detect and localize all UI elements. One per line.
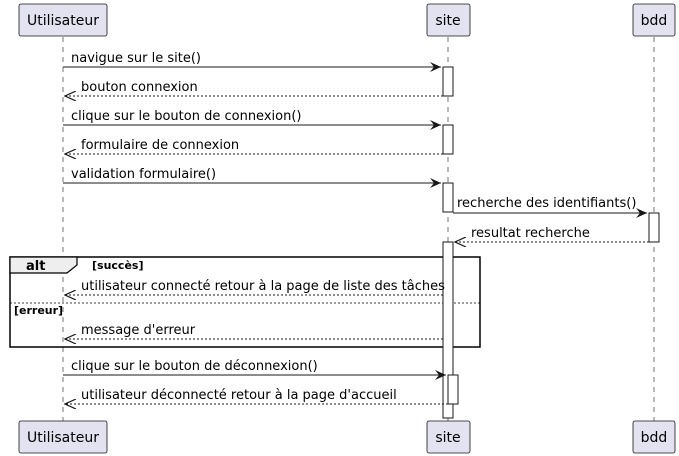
participant-site-bottom[interactable]: site [426, 420, 471, 454]
alt-keyword: alt [26, 259, 45, 274]
participant-label: bdd [641, 13, 668, 29]
message-label: utilisateur déconnecté retour à la page … [81, 388, 397, 403]
participant-user-top[interactable]: Utilisateur [18, 3, 108, 37]
participant-label: site [435, 13, 460, 29]
alt-fragment: alt [succès] [erreur] [9, 256, 481, 348]
activation-site-5 [447, 374, 459, 405]
message-label: bouton connexion [81, 80, 198, 95]
message-label: navigue sur le site() [71, 51, 201, 66]
participant-label: Utilisateur [27, 13, 99, 29]
participants-top: Utilisateur site bdd [18, 3, 676, 37]
activations [442, 66, 660, 419]
participant-site-top[interactable]: site [426, 3, 471, 37]
alt-guard-success: [succès] [92, 259, 143, 272]
alt-guard-error: [erreur] [14, 304, 63, 317]
message-label: recherche des identifiants() [457, 196, 636, 211]
activation-site-1 [442, 66, 454, 97]
message-label: resultat recherche [471, 226, 590, 241]
message-label: utilisateur connecté retour à la page de… [81, 279, 445, 294]
message-label: validation formulaire() [71, 167, 216, 182]
activation-site-3 [442, 182, 454, 213]
participant-label: Utilisateur [27, 430, 99, 446]
participant-label: bdd [641, 430, 668, 446]
message-label: clique sur le bouton de connexion() [71, 109, 301, 124]
alt-fragment-tab [9, 256, 78, 274]
participant-bdd-top[interactable]: bdd [632, 3, 676, 37]
alt-fragment-box [9, 256, 481, 348]
activation-site-4 [442, 241, 454, 419]
activation-site-2 [442, 124, 454, 155]
message-label: formulaire de connexion [81, 138, 239, 153]
participants-bottom: Utilisateur site bdd [18, 420, 676, 454]
activation-bdd [648, 212, 660, 243]
message-label: clique sur le bouton de déconnexion() [71, 359, 318, 374]
participant-label: site [435, 430, 460, 446]
participant-bdd-bottom[interactable]: bdd [632, 420, 676, 454]
participant-user-bottom[interactable]: Utilisateur [18, 420, 108, 454]
message-label: message d'erreur [81, 323, 196, 338]
messages: navigue sur le site() bouton connexion c… [63, 51, 649, 404]
